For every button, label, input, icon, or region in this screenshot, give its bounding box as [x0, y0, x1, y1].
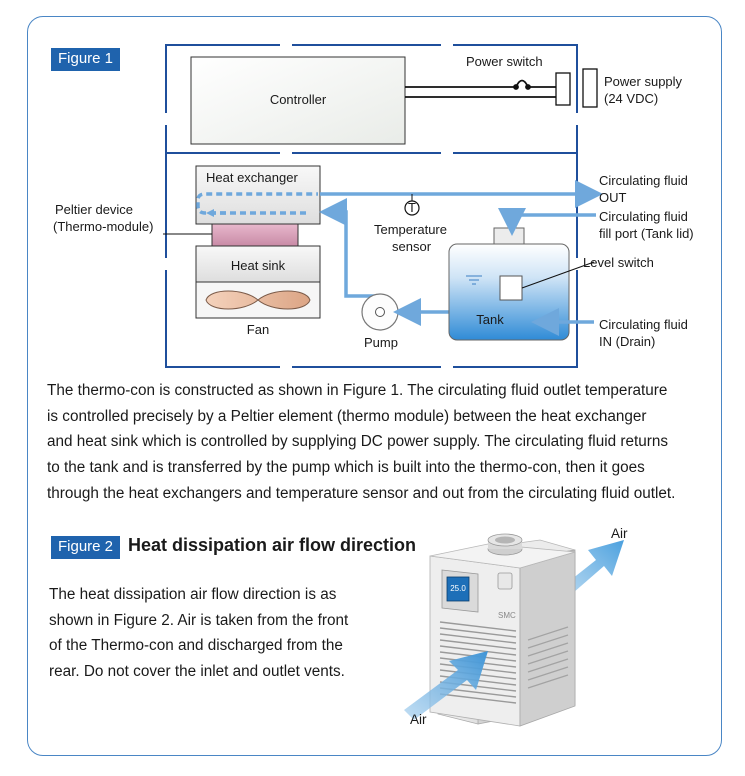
figure2-description-line: of the Thermo-con and discharged from th…	[49, 637, 343, 655]
temperature-sensor-symbol: T	[408, 200, 416, 215]
figure1-badge: Figure 1	[51, 48, 121, 71]
power-supply-label-2: (24 VDC)	[604, 91, 658, 106]
peltier-device	[211, 223, 299, 247]
tank-lid	[493, 227, 525, 247]
figure1-diagram: Controller Power switch Power supply (24…	[53, 42, 694, 371]
inlet-label-1: Circulating fluid	[599, 317, 688, 332]
return-flow-line	[319, 198, 380, 298]
figure2-title: Heat dissipation air flow direction	[128, 535, 417, 555]
level-switch-box	[499, 275, 523, 301]
controller-label: Controller	[270, 92, 327, 107]
power-supply-label-1: Power supply	[604, 74, 683, 89]
heat-sink-box	[195, 245, 321, 283]
fan-label: Fan	[247, 322, 269, 337]
figure2-description-line: shown in Figure 2. Air is taken from the…	[49, 611, 349, 629]
heat-sink-label: Heat sink	[231, 258, 286, 273]
temperature-sensor-label-1: Temperature	[374, 222, 447, 237]
temperature-sensor-icon	[404, 200, 420, 216]
power-wires	[405, 79, 556, 98]
fill-port-flow-line	[498, 208, 596, 236]
power-connector	[555, 72, 571, 106]
figure1-description-line: The thermo-con is constructed as shown i…	[47, 382, 668, 399]
pump-label: Pump	[364, 335, 398, 350]
heat-exchanger-label: Heat exchanger	[206, 170, 298, 185]
figure2-badge: Figure 2	[51, 536, 121, 559]
fill-port-label-2: fill port (Tank lid)	[599, 226, 694, 241]
peltier-label-1: Peltier device	[55, 202, 133, 217]
power-supply-box	[582, 68, 598, 108]
fill-port-label-1: Circulating fluid	[599, 209, 688, 224]
figure2-description-line: The heat dissipation air flow direction …	[49, 586, 337, 603]
fan-icon	[205, 290, 311, 310]
level-switch-label: Level switch	[583, 255, 654, 270]
tank-label: Tank	[476, 312, 504, 327]
temperature-sensor-label-2: sensor	[392, 239, 432, 254]
figure1-description: The thermo-con is constructed as shown i…	[47, 378, 712, 507]
water-level-mark	[466, 275, 482, 285]
figure2-description: The heat dissipation air flow direction …	[49, 582, 389, 685]
figure2-description-line: rear. Do not cover the inlet and outlet …	[49, 663, 345, 681]
inlet-label-2: IN (Drain)	[599, 334, 655, 349]
outlet-label-2: OUT	[599, 190, 627, 205]
figure1-description-line: is controlled precisely by a Peltier ele…	[47, 407, 647, 425]
outlet-label-1: Circulating fluid	[599, 173, 688, 188]
power-switch-label: Power switch	[466, 54, 543, 69]
controller-box	[190, 56, 406, 145]
figure1-description-line: and heat sink which is controlled by sup…	[47, 433, 668, 451]
figure1-description-line: to the tank and is transferred by the pu…	[47, 459, 645, 477]
content-frame	[27, 16, 722, 756]
peltier-label-2: (Thermo-module)	[53, 219, 153, 234]
heat-exchanger-flow	[196, 192, 318, 215]
figure1-description-line: through the heat exchangers and temperat…	[47, 484, 676, 502]
